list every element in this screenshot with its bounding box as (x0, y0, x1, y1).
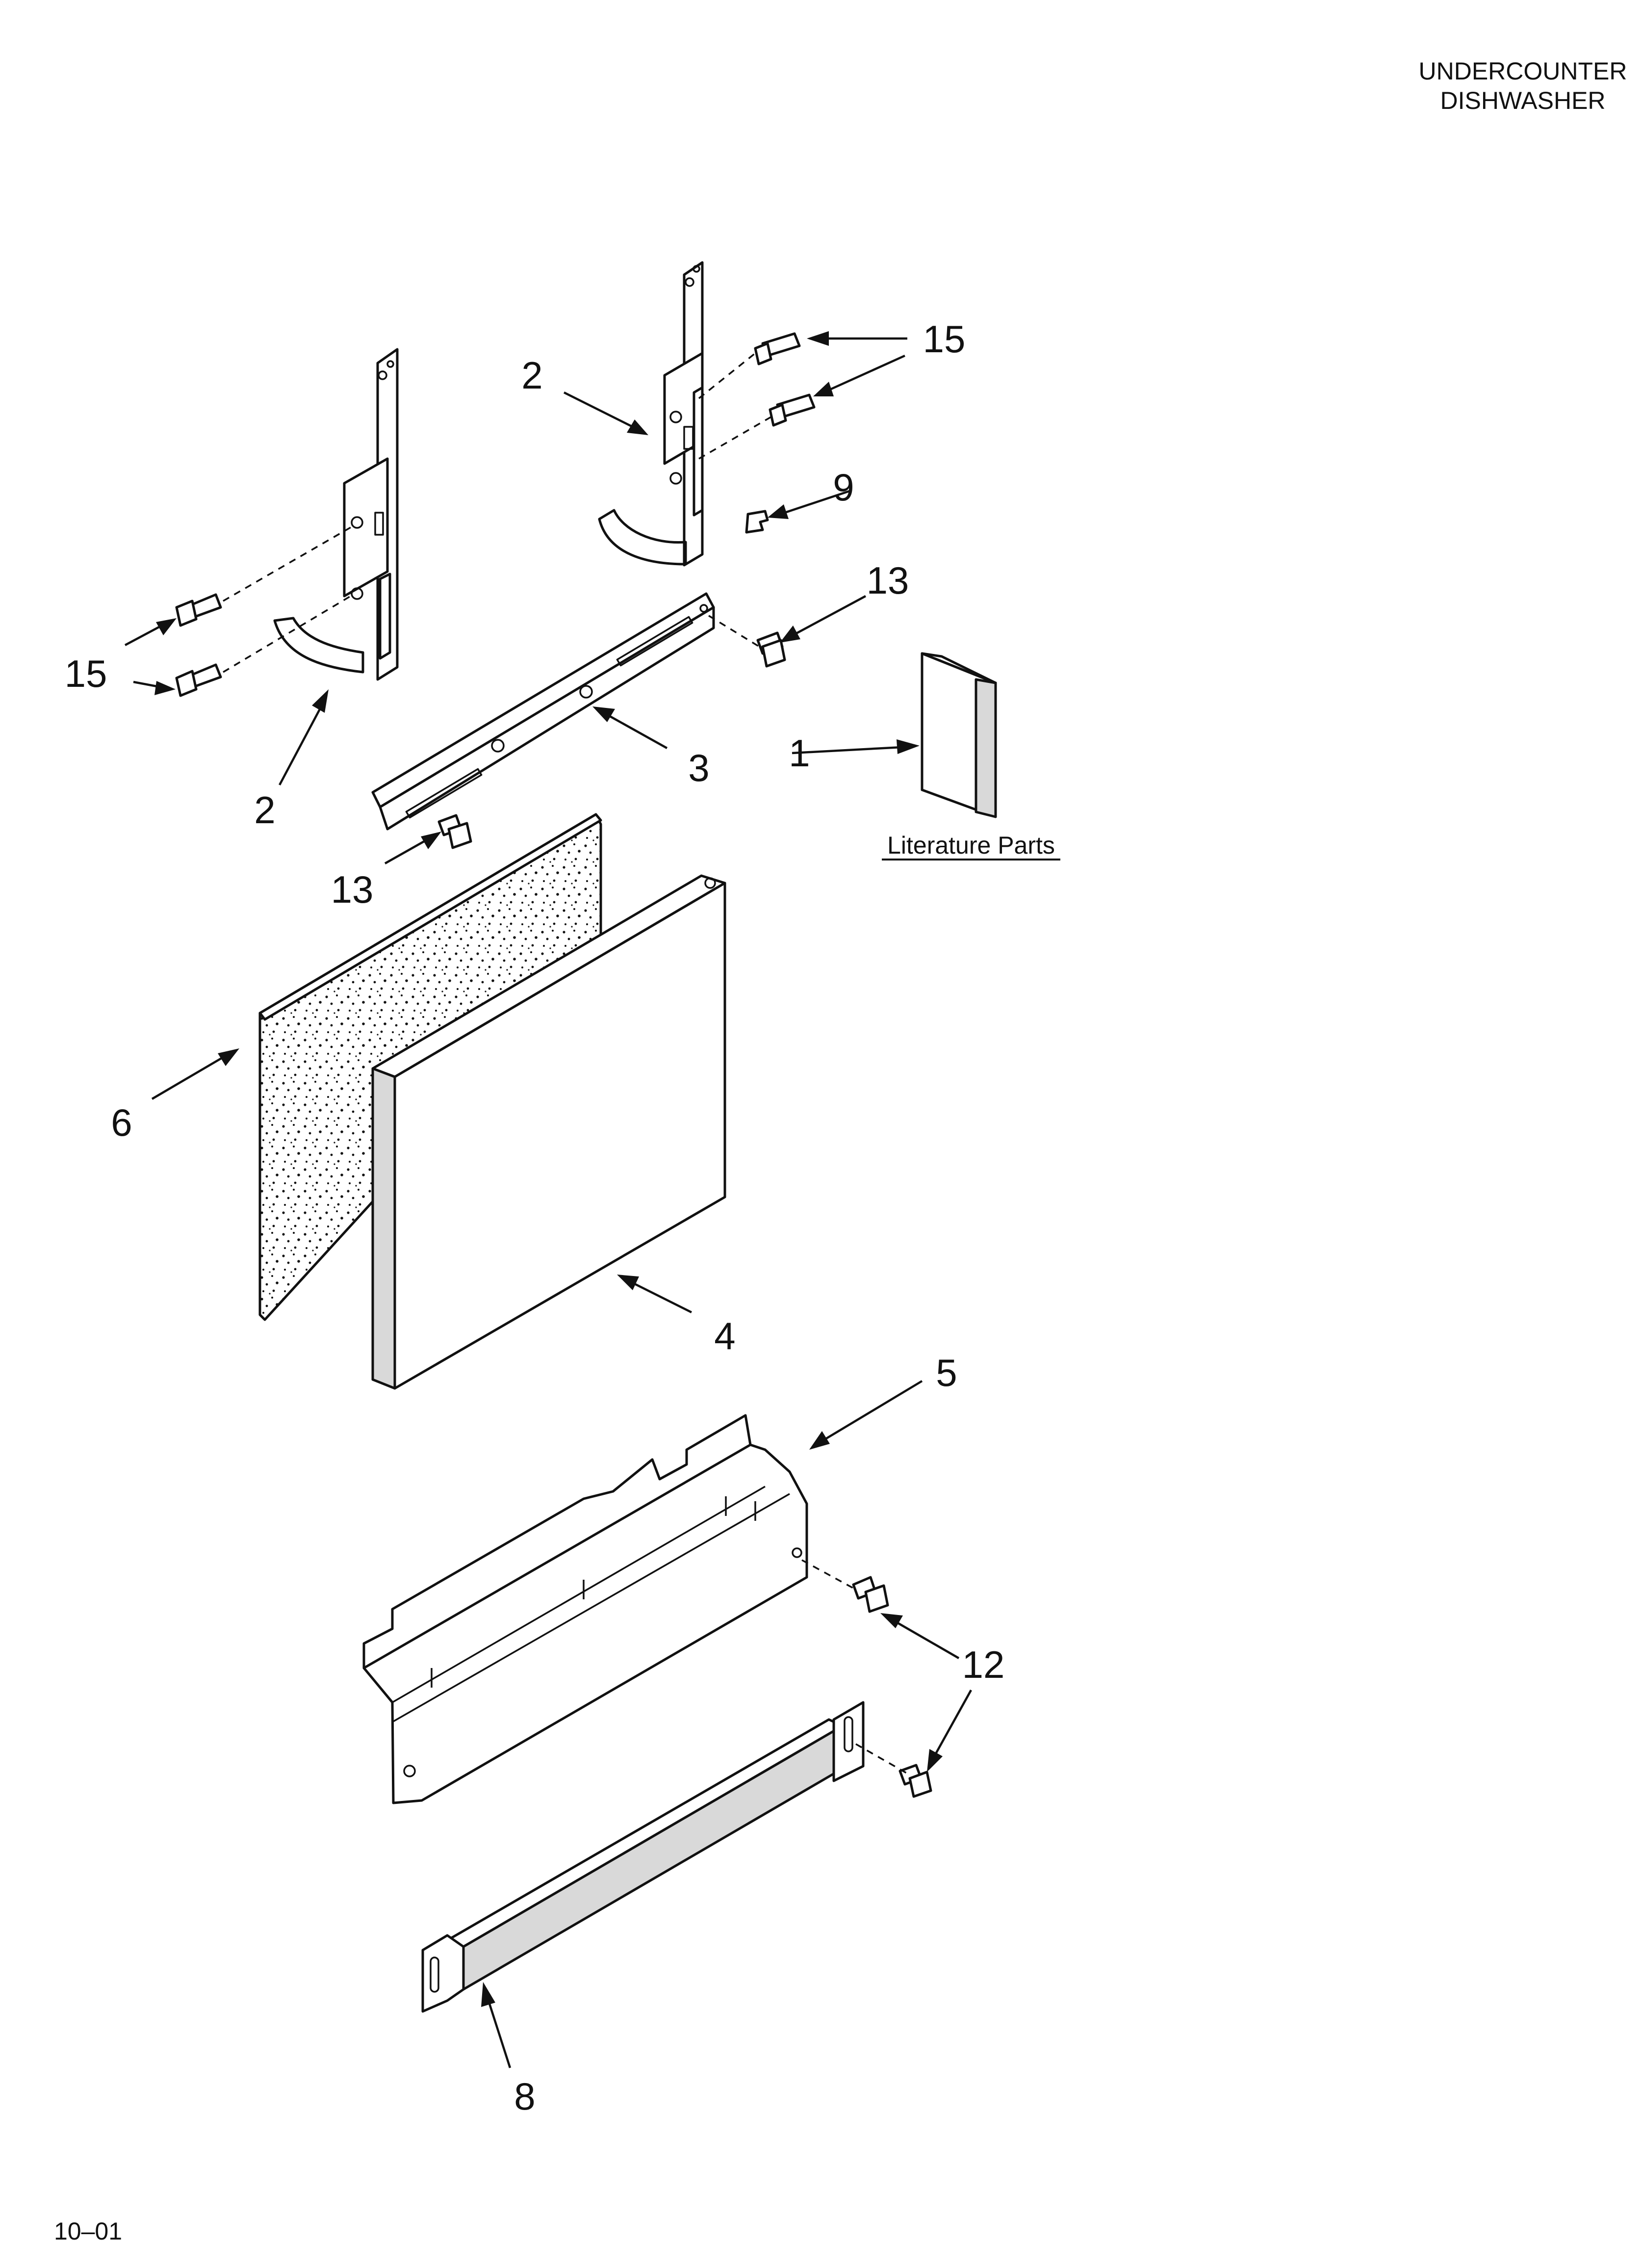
hinge-bracket-left (273, 348, 399, 681)
callout-15-left: 15 (65, 652, 107, 695)
header-line-2: DISHWASHER (1440, 87, 1605, 114)
alignment-lines (223, 352, 908, 1774)
callout-13-right: 13 (867, 559, 909, 602)
callout-4: 4 (714, 1314, 735, 1357)
screw-15-left-lower (175, 663, 222, 697)
callout-2-right: 2 (521, 354, 542, 397)
hinge-bracket-right (598, 261, 704, 567)
screw-15-right-upper (754, 332, 801, 365)
callout-2-left: 2 (254, 788, 275, 832)
callout-8: 8 (514, 2075, 535, 2118)
header-line-1: UNDERCOUNTER (1419, 57, 1627, 85)
door-panel (371, 874, 726, 1390)
footer-code: 10–01 (54, 2217, 122, 2245)
toe-panel (421, 1701, 865, 2013)
callout-1: 1 (789, 731, 810, 775)
literature-booklet (921, 652, 997, 818)
cross-bracket (371, 592, 715, 831)
callout-13-left: 13 (331, 868, 374, 911)
callout-15-right: 15 (923, 317, 966, 361)
toe-plate-bracket (362, 1414, 808, 1804)
screw-15-left-upper (175, 593, 222, 627)
screw-12-lower (898, 1764, 932, 1798)
clip-part (745, 510, 769, 534)
screw-12-upper (852, 1576, 889, 1613)
leader-arrows (124, 331, 972, 2068)
callout-5: 5 (936, 1351, 957, 1394)
callout-3: 3 (688, 746, 709, 789)
literature-parts-caption: Literature Parts (887, 832, 1055, 859)
screw-15-right-lower (769, 393, 816, 427)
callout-6: 6 (111, 1101, 132, 1144)
screw-13-right (756, 631, 786, 668)
callout-9: 9 (833, 466, 854, 509)
screw-13-left (437, 814, 472, 849)
callout-12: 12 (962, 1643, 1005, 1686)
